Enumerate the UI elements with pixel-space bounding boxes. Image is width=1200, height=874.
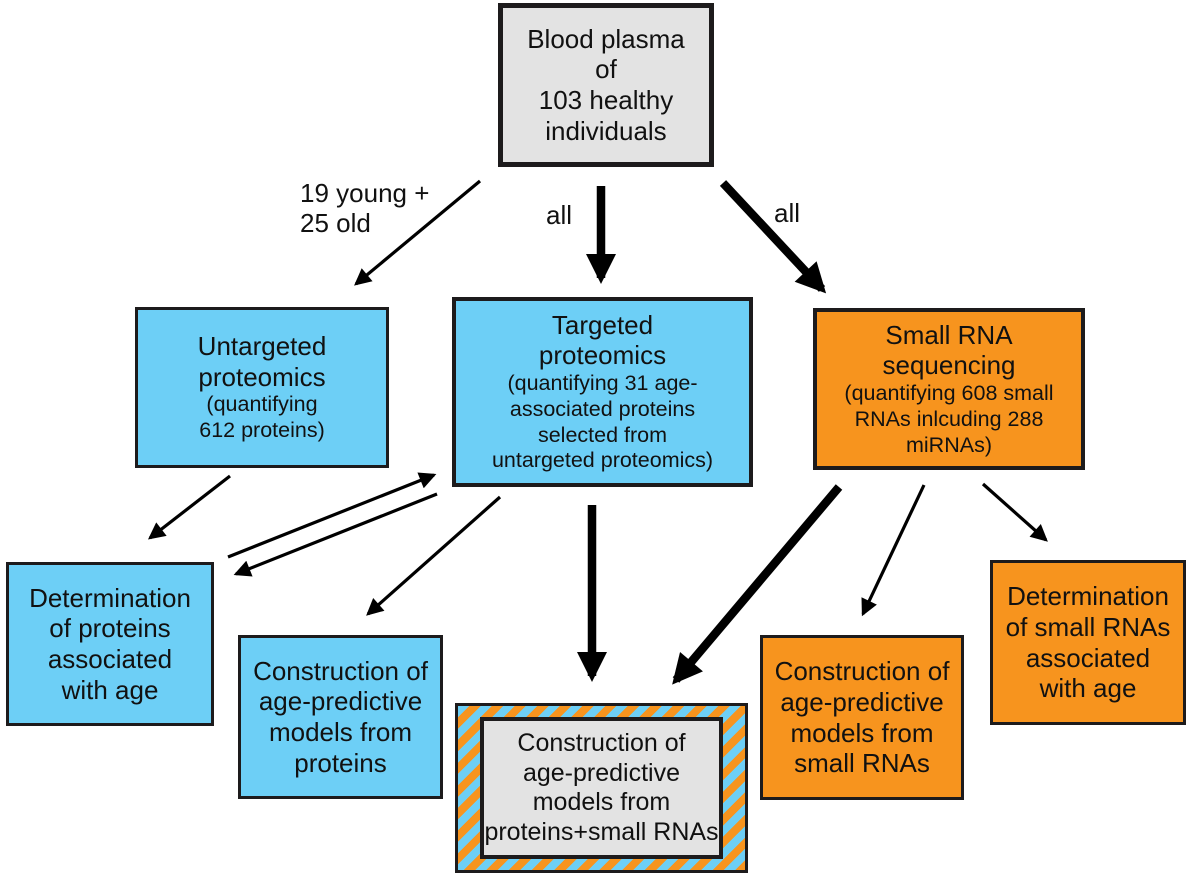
node-targeted-proteomics: Targeted proteomics (quantifying 31 age-…: [452, 297, 753, 487]
node-targeted-proteomics-title: Targeted proteomics: [538, 309, 667, 371]
node-construction-proteins: Construction of age-predictive models fr…: [238, 635, 443, 799]
node-small-rna-sequencing-title: Small RNA sequencing: [882, 319, 1016, 381]
edge-label-all-center: all: [546, 200, 573, 230]
node-determination-proteins: Determination of proteins associated wit…: [6, 562, 214, 726]
arrow-small-rna-to-construction-small-rnas: [861, 484, 926, 617]
edge-label-19-young-25-old: 19 young + 25 old: [300, 178, 430, 238]
node-construction-small-rnas: Construction of age-predictive models fr…: [760, 635, 964, 800]
arrow-targeted-to-determination-proteins: [233, 492, 438, 577]
node-determination-small-rnas: Determination of small RNAs associated w…: [990, 560, 1186, 725]
node-targeted-proteomics-detail: (quantifying 31 age- associated proteins…: [491, 371, 714, 473]
edge-label-all-right: all: [774, 198, 801, 228]
node-construction-combined-inner: Construction of age-predictive models fr…: [480, 717, 723, 859]
node-blood-plasma-text: Blood plasma of 103 healthy individuals: [527, 23, 685, 146]
node-small-rna-sequencing: Small RNA sequencing (quantifying 608 sm…: [813, 308, 1085, 470]
node-construction-proteins-text: Construction of age-predictive models fr…: [253, 655, 428, 778]
node-determination-proteins-text: Determination of proteins associated wit…: [29, 582, 191, 705]
arrow-blood-to-untargeted: [354, 179, 482, 286]
node-construction-combined: Construction of age-predictive models fr…: [455, 703, 748, 873]
node-untargeted-proteomics: Untargeted proteomics (quantifying 612 p…: [135, 307, 389, 468]
node-blood-plasma: Blood plasma of 103 healthy individuals: [498, 3, 714, 167]
arrow-small-rna-to-construction-combined: [672, 484, 843, 685]
node-untargeted-proteomics-title: Untargeted proteomics: [197, 331, 327, 392]
node-small-rna-sequencing-detail: (quantifying 608 small RNAs inlcuding 28…: [844, 380, 1054, 457]
arrow-determination-proteins-to-targeted: [227, 472, 437, 559]
node-determination-small-rnas-text: Determination of small RNAs associated w…: [1005, 581, 1171, 704]
arrow-small-rna-to-determination-small-rnas: [981, 482, 1048, 542]
node-construction-small-rnas-text: Construction of age-predictive models fr…: [774, 656, 950, 779]
arrow-blood-to-small-rna: [719, 180, 827, 294]
node-construction-combined-text: Construction of age-predictive models fr…: [484, 729, 719, 846]
arrow-targeted-to-construction-proteins: [366, 495, 502, 616]
node-untargeted-proteomics-detail: (quantifying 612 proteins): [199, 392, 325, 443]
arrow-untargeted-to-determination-proteins: [147, 474, 231, 540]
